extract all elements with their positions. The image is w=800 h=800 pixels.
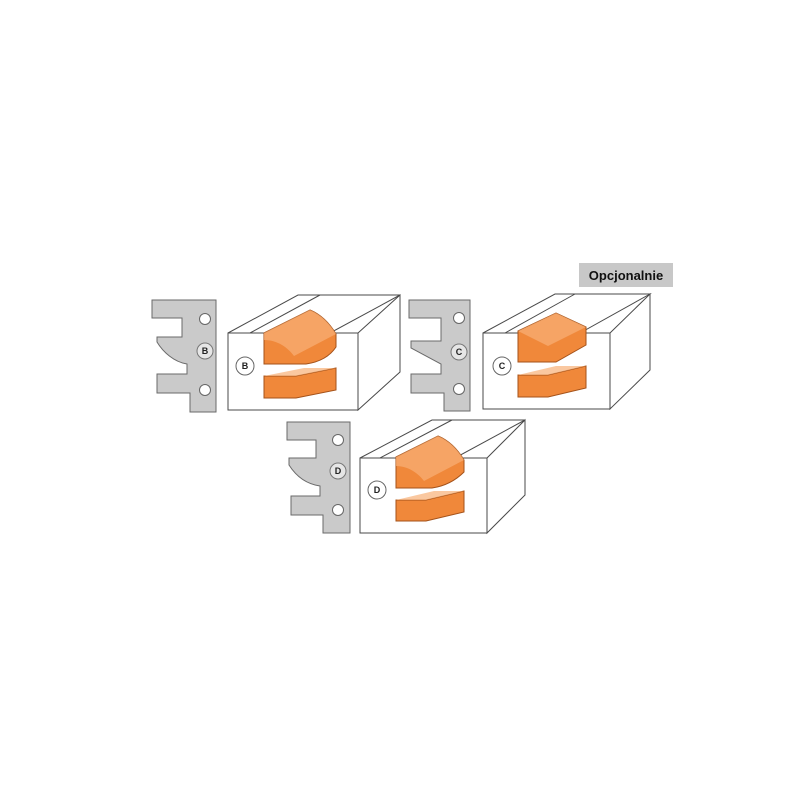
optional-badge-label: Opcjonalnie	[588, 267, 664, 283]
set-c: C C	[408, 292, 652, 412]
block-label-d: D	[374, 485, 381, 495]
mounting-hole	[199, 384, 211, 396]
plate-label-circle	[196, 342, 214, 360]
mounting-hole	[332, 504, 344, 516]
plate-label-circle	[450, 343, 468, 361]
optional-badge: Opcjonalnie	[579, 263, 673, 287]
block-label-circle	[492, 356, 512, 376]
set-b: B B	[151, 293, 401, 413]
block-label-circle	[367, 480, 387, 500]
plate-label-d: D	[335, 466, 342, 476]
set-d: D D	[286, 418, 526, 535]
knife-plate-d: D	[286, 421, 351, 534]
plate-label-b: B	[202, 346, 209, 356]
knife-plate-b: B	[151, 299, 217, 413]
workpiece-block-d: D	[359, 418, 526, 535]
plate-label-c: C	[456, 347, 463, 357]
mounting-hole	[453, 383, 465, 395]
workpiece-block-b: B	[227, 293, 401, 412]
workpiece-block-c: C	[482, 292, 652, 411]
plate-label-circle	[329, 462, 347, 480]
mounting-hole	[199, 313, 211, 325]
knife-plate-c: C	[408, 299, 471, 412]
mounting-hole	[453, 312, 465, 324]
block-label-circle	[235, 356, 255, 376]
block-label-c: C	[499, 361, 506, 371]
mounting-hole	[332, 434, 344, 446]
block-label-b: B	[242, 361, 249, 371]
